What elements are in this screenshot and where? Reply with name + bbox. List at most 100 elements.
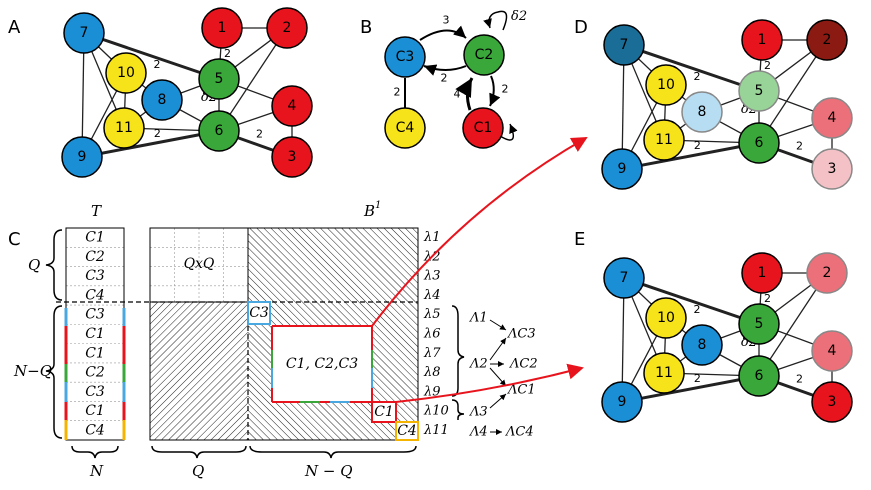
edge-weight-label: 2 — [694, 70, 701, 83]
node-2 — [266, 7, 308, 49]
graph-b: 3 2 2 2 4 δ2 C3 C2 C4 C1 — [384, 9, 527, 149]
edge-weight-label: 2 — [694, 372, 701, 385]
lambda-3: λ3 — [423, 269, 441, 284]
q-bottom-label: Q — [192, 462, 204, 480]
node-label-4: 4 — [288, 98, 297, 114]
q-bottom-brace — [151, 445, 247, 459]
node-4 — [811, 97, 853, 139]
node-6 — [738, 355, 780, 397]
edge-weight-label: 2 — [694, 303, 701, 316]
node-9 — [601, 381, 643, 423]
Lambda-4: Λ4 — [469, 425, 488, 440]
center-block-bg — [272, 326, 372, 402]
node-label-5: 5 — [215, 71, 224, 87]
node-label-c4: C4 — [396, 120, 415, 136]
lambda-5: λ5 — [423, 307, 441, 322]
Lambda-c3: ΛC3 — [507, 327, 536, 342]
edge-7-5 — [623, 43, 760, 93]
t-row-label: C1 — [85, 326, 105, 342]
node-label-3: 3 — [828, 161, 837, 177]
node-10 — [645, 64, 687, 106]
c1-tag — [371, 401, 397, 423]
c4-tag-label: C4 — [397, 423, 417, 439]
t-grid — [66, 246, 124, 422]
node-7 — [63, 12, 105, 54]
edge-weight-label: 2 — [796, 373, 803, 386]
node-7 — [603, 24, 645, 66]
edge-label-c1-c2: 4 — [454, 88, 461, 101]
t-row-label: C4 — [85, 287, 105, 303]
lambda-1: λ1 — [423, 230, 441, 245]
node-3 — [811, 148, 853, 190]
node-8 — [141, 79, 183, 121]
node-label-10: 10 — [657, 77, 675, 93]
node-label-8: 8 — [698, 337, 707, 353]
lambda-7: λ7 — [423, 346, 441, 361]
node-label-c3: C3 — [396, 49, 415, 65]
lambda-10: λ10 — [423, 404, 449, 419]
node-label-3: 3 — [828, 394, 837, 410]
node-label-8: 8 — [158, 92, 167, 108]
node-label-7: 7 — [620, 37, 629, 53]
edge-c2-self — [483, 10, 508, 31]
t-row-label: C1 — [85, 403, 105, 419]
c1-tag-label: C1 — [374, 404, 394, 420]
node-5 — [738, 303, 780, 345]
t-row-label: C1 — [85, 345, 105, 361]
node-11 — [103, 107, 145, 149]
node-c4 — [384, 107, 426, 149]
node-7 — [603, 257, 645, 299]
edge-label-c3-c2: 3 — [443, 14, 450, 27]
node-label-7: 7 — [80, 25, 89, 41]
panel-label-b: B — [360, 17, 372, 38]
panel-label-d: D — [574, 17, 588, 38]
node-3 — [271, 136, 313, 178]
node-label-4: 4 — [828, 110, 837, 126]
node-label-2: 2 — [823, 32, 832, 48]
t-row-label: C4 — [85, 422, 105, 438]
t-row-label: C3 — [85, 268, 105, 284]
node-label-6: 6 — [755, 368, 764, 384]
node-8 — [681, 91, 723, 133]
node-label-7: 7 — [620, 270, 629, 286]
t-title: T — [91, 202, 102, 220]
edge-weight-label: 2 — [154, 58, 161, 71]
edge-weight-label: 2 — [256, 128, 263, 141]
lambda-6: λ6 — [423, 327, 441, 342]
node-c2 — [463, 34, 505, 76]
n-brace — [71, 445, 119, 459]
edge-label-c2-c3: 2 — [441, 72, 448, 85]
Lambda-2: Λ2 — [469, 357, 488, 372]
node-11 — [643, 119, 685, 161]
node-label-11: 11 — [655, 365, 673, 381]
node-9 — [61, 136, 103, 178]
t-row-label: C1 — [85, 230, 105, 246]
node-label-1: 1 — [758, 32, 767, 48]
nq-bottom-brace — [249, 445, 417, 459]
edge-weight-label: 2 — [764, 59, 771, 72]
node-c1 — [462, 107, 504, 149]
node-3 — [811, 381, 853, 423]
node-label-11: 11 — [655, 132, 673, 148]
node-1 — [741, 252, 783, 294]
node-label-8: 8 — [698, 104, 707, 120]
node-2 — [806, 252, 848, 294]
arrow-to-d — [371, 137, 588, 327]
b1-frame — [149, 227, 419, 441]
lambda-11: λ11 — [423, 423, 449, 438]
t-row-label: C2 — [85, 249, 105, 265]
b1-superscript: 1 — [375, 200, 381, 211]
nq-bottom-label: N − Q — [304, 462, 353, 480]
Lambda-c2: ΛC2 — [509, 357, 538, 372]
panel-label-c: C — [8, 229, 21, 250]
Lambda-1: Λ1 — [469, 311, 488, 326]
node-1 — [741, 19, 783, 61]
q-label: Q — [28, 256, 40, 274]
edge-c2-c3 — [423, 64, 467, 76]
t-row-label: C2 — [85, 365, 105, 381]
